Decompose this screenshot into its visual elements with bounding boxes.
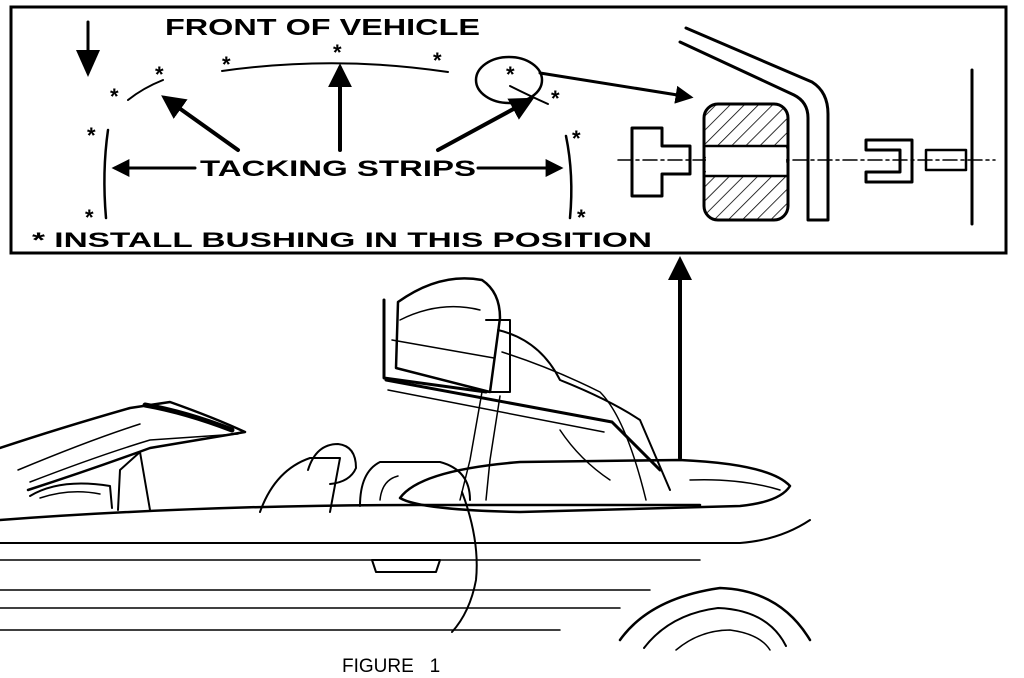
tacking-strip-left [103, 128, 110, 220]
asterisk-marker: * [433, 48, 442, 73]
asterisk-marker: * [572, 126, 581, 151]
install-bushing-text: INSTALL BUSHING IN THIS POSITION [54, 229, 652, 252]
folding-top-frame [382, 277, 671, 501]
front-of-vehicle-label: FRONT OF VEHICLE [165, 14, 480, 40]
tacking-strip-pointers [111, 63, 564, 177]
tacking-strips-label: TACKING STRIPS [200, 156, 476, 181]
front-direction-arrow [76, 20, 100, 77]
windshield [0, 400, 247, 511]
door-handle [371, 559, 441, 573]
car-body [0, 482, 811, 631]
asterisk-marker: * [87, 123, 96, 148]
retainer-clip [864, 138, 914, 184]
bushing-position-markers: * * * * * * * * * * * [85, 40, 586, 230]
asterisk-marker: * [506, 62, 515, 87]
asterisk-marker: * [551, 86, 560, 111]
roof-bow-channel [678, 26, 830, 222]
detail-pointer-arrow [668, 256, 692, 460]
inset-border [9, 5, 1008, 255]
tacking-strip-leader [451, 491, 478, 633]
tacking-strip-front-right [509, 85, 549, 105]
asterisk-marker: * [155, 62, 164, 87]
fastener-stud [924, 148, 968, 172]
bushing-cross-section [617, 26, 996, 226]
tacking-strip-right [564, 134, 573, 220]
top-storage-well [398, 458, 792, 514]
install-bushing-label: * INSTALL BUSHING IN THIS POSITION [32, 229, 652, 252]
front-seats [259, 443, 471, 513]
bushing-flange [630, 126, 692, 198]
convertible-car-illustration [0, 277, 812, 651]
asterisk-marker: * [577, 205, 586, 230]
detail-inset: FRONT OF VEHICLE * * * * * * * * * * * [9, 5, 1008, 255]
asterisk-marker: * [222, 52, 231, 77]
install-bushing-asterisk: * [32, 229, 46, 252]
rear-wheel [618, 586, 812, 651]
asterisk-marker: * [85, 205, 94, 230]
asterisk-marker: * [110, 84, 119, 109]
tacking-strip-front-left [127, 79, 164, 101]
figure-caption: FIGURE 1 [342, 656, 440, 677]
asterisk-marker: * [333, 40, 342, 65]
